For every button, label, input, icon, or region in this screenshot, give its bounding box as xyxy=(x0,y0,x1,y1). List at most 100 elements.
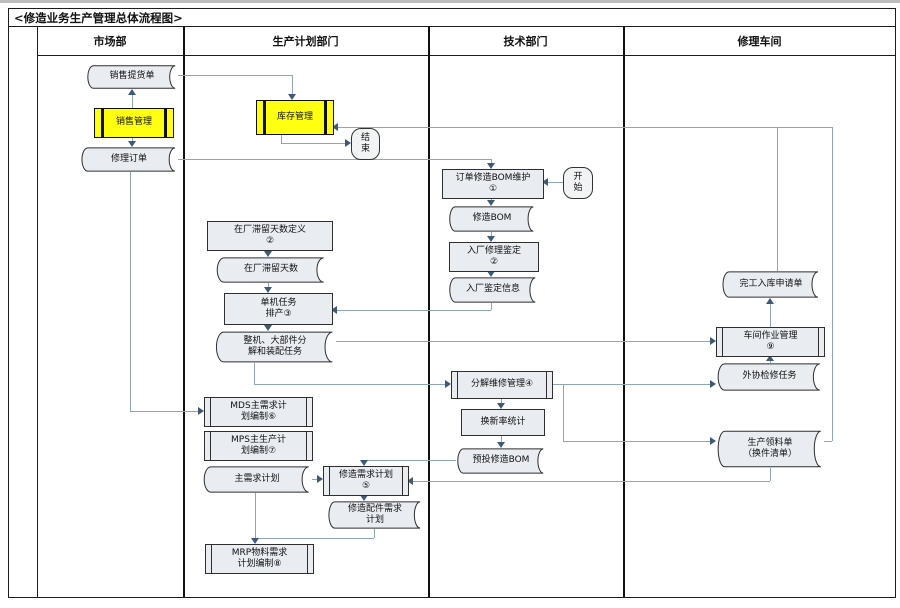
arrow-head xyxy=(332,123,338,131)
flow-node-mds-plan: MDS主需求计 划编制⑥ xyxy=(204,397,313,427)
lane-border xyxy=(183,26,185,597)
connector-line xyxy=(132,95,133,108)
arrow-head xyxy=(487,271,495,277)
frame-line xyxy=(8,8,896,9)
stored-data-shape xyxy=(215,257,327,283)
flow-node-repair-bom: 修造BOM xyxy=(448,206,536,232)
connector-line xyxy=(281,143,345,144)
stored-data-shape xyxy=(214,331,336,363)
flow-node-single-machine-scheduling: 单机任务 排产③ xyxy=(224,293,333,325)
arrow-head xyxy=(542,178,548,186)
connector-line xyxy=(832,127,833,441)
flow-node-start: 开 始 xyxy=(563,167,593,199)
lane-header-technical: 技术部门 xyxy=(503,35,548,48)
connector-line xyxy=(563,441,710,442)
connector-line xyxy=(178,159,492,160)
arrow-head xyxy=(766,355,774,361)
arrow-head xyxy=(497,442,505,448)
arrow-head xyxy=(345,139,351,147)
stored-data-shape xyxy=(716,430,824,468)
flow-node-repair-parts-demand-plan: 修造配件需求 计划 xyxy=(327,501,423,529)
connector-line xyxy=(281,133,282,144)
stored-data-shape xyxy=(327,501,423,529)
arrow-head xyxy=(710,380,716,388)
arrow-head xyxy=(487,200,495,206)
connector-line xyxy=(130,411,198,412)
connector-line xyxy=(292,75,293,94)
flow-node-workshop-operation-mgmt: 车间作业管理 ⑨ xyxy=(716,327,825,357)
flow-node-end: 结 束 xyxy=(351,128,380,160)
stored-data-shape xyxy=(80,147,178,172)
flow-node-mrp-plan: MRP物料需求 计划编制⑧ xyxy=(205,544,314,574)
connector-line xyxy=(130,172,131,411)
arrow-head xyxy=(264,251,272,257)
flow-node-master-demand-plan: 主需求计划 xyxy=(202,466,312,493)
connector-line xyxy=(254,363,255,384)
connector-line xyxy=(491,303,492,310)
lane-border xyxy=(428,26,430,597)
flow-node-inbound-repair-appraisal: 入厂修理鉴定 ② xyxy=(449,242,539,272)
frame-line xyxy=(895,8,896,598)
flow-node-completion-warehousing-form: 完工入库申请单 xyxy=(721,271,821,298)
flow-node-inventory-management: 库存管理 xyxy=(256,100,334,135)
connector-line xyxy=(563,384,564,441)
connector-line xyxy=(770,304,771,327)
flow-node-sales-delivery-note: 销售提货单 xyxy=(86,65,178,89)
connector-line xyxy=(337,310,491,311)
lane-header-repair-workshop: 修理车间 xyxy=(737,35,782,48)
arrow-head xyxy=(710,437,716,445)
connector-line xyxy=(777,127,778,271)
arrow-head xyxy=(710,337,716,345)
flow-node-prerelease-repair-bom: 预投修造BOM xyxy=(456,448,546,474)
connector-line xyxy=(551,384,710,385)
connector-line xyxy=(501,434,502,442)
stored-data-shape xyxy=(716,363,823,391)
connector-line xyxy=(255,493,256,538)
frame-line xyxy=(8,8,9,598)
connector-line xyxy=(338,127,832,128)
lane-border xyxy=(37,26,38,597)
stored-data-shape xyxy=(86,65,178,89)
lane-border xyxy=(623,26,625,597)
arrow-head xyxy=(487,236,495,242)
connector-line xyxy=(268,283,269,287)
flow-node-order-bom-maintenance: 订单修造BOM维护 ① xyxy=(442,169,544,199)
arrow-head xyxy=(360,460,368,466)
arrow-head xyxy=(445,380,451,388)
flow-node-repair-demand-plan: 修造需求计划 ⑤ xyxy=(323,466,409,496)
connector-line xyxy=(548,182,563,183)
connector-line xyxy=(255,538,374,539)
flow-node-sales-management: 销售管理 xyxy=(94,108,174,138)
connector-line xyxy=(312,479,317,480)
lane-header-marketing: 市场部 xyxy=(93,35,127,48)
connector-line xyxy=(413,481,770,482)
connector-line xyxy=(254,384,445,385)
connector-line xyxy=(501,397,502,403)
flow-node-repair-order: 修理订单 xyxy=(80,147,178,172)
window-edge xyxy=(0,0,900,3)
flow-node-production-picking-list: 生产领料单 （换件清单） xyxy=(716,430,824,468)
stored-data-shape xyxy=(721,271,821,298)
arrow-head xyxy=(317,475,323,483)
connector-line xyxy=(336,341,710,342)
connector-line xyxy=(770,468,771,481)
flow-node-mps-plan: MPS主生产计 划编制⑦ xyxy=(204,431,313,461)
arrow-head xyxy=(198,407,204,415)
arrow-head xyxy=(264,325,272,331)
stored-data-shape xyxy=(202,466,312,493)
lane-header-production-planning: 生产计划部门 xyxy=(272,35,339,48)
frame-line xyxy=(8,597,896,598)
flow-node-stay-days: 在厂滞留天数 xyxy=(215,257,327,283)
stored-data-shape xyxy=(448,277,538,303)
stored-data-shape xyxy=(448,206,536,232)
arrow-head xyxy=(251,538,259,544)
connector-line xyxy=(824,441,832,442)
flow-node-disassembly-maintenance-mgmt: 分解维修管理④ xyxy=(451,371,553,399)
connector-line xyxy=(178,75,293,76)
flow-node-disassembly-assembly-tasks: 整机、大部件分 解和装配任务 xyxy=(214,331,336,363)
connector-line xyxy=(132,136,133,141)
connector-line xyxy=(770,361,771,363)
arrow-head xyxy=(264,287,272,293)
flow-node-inbound-appraisal-info: 入厂鉴定信息 xyxy=(448,277,538,303)
